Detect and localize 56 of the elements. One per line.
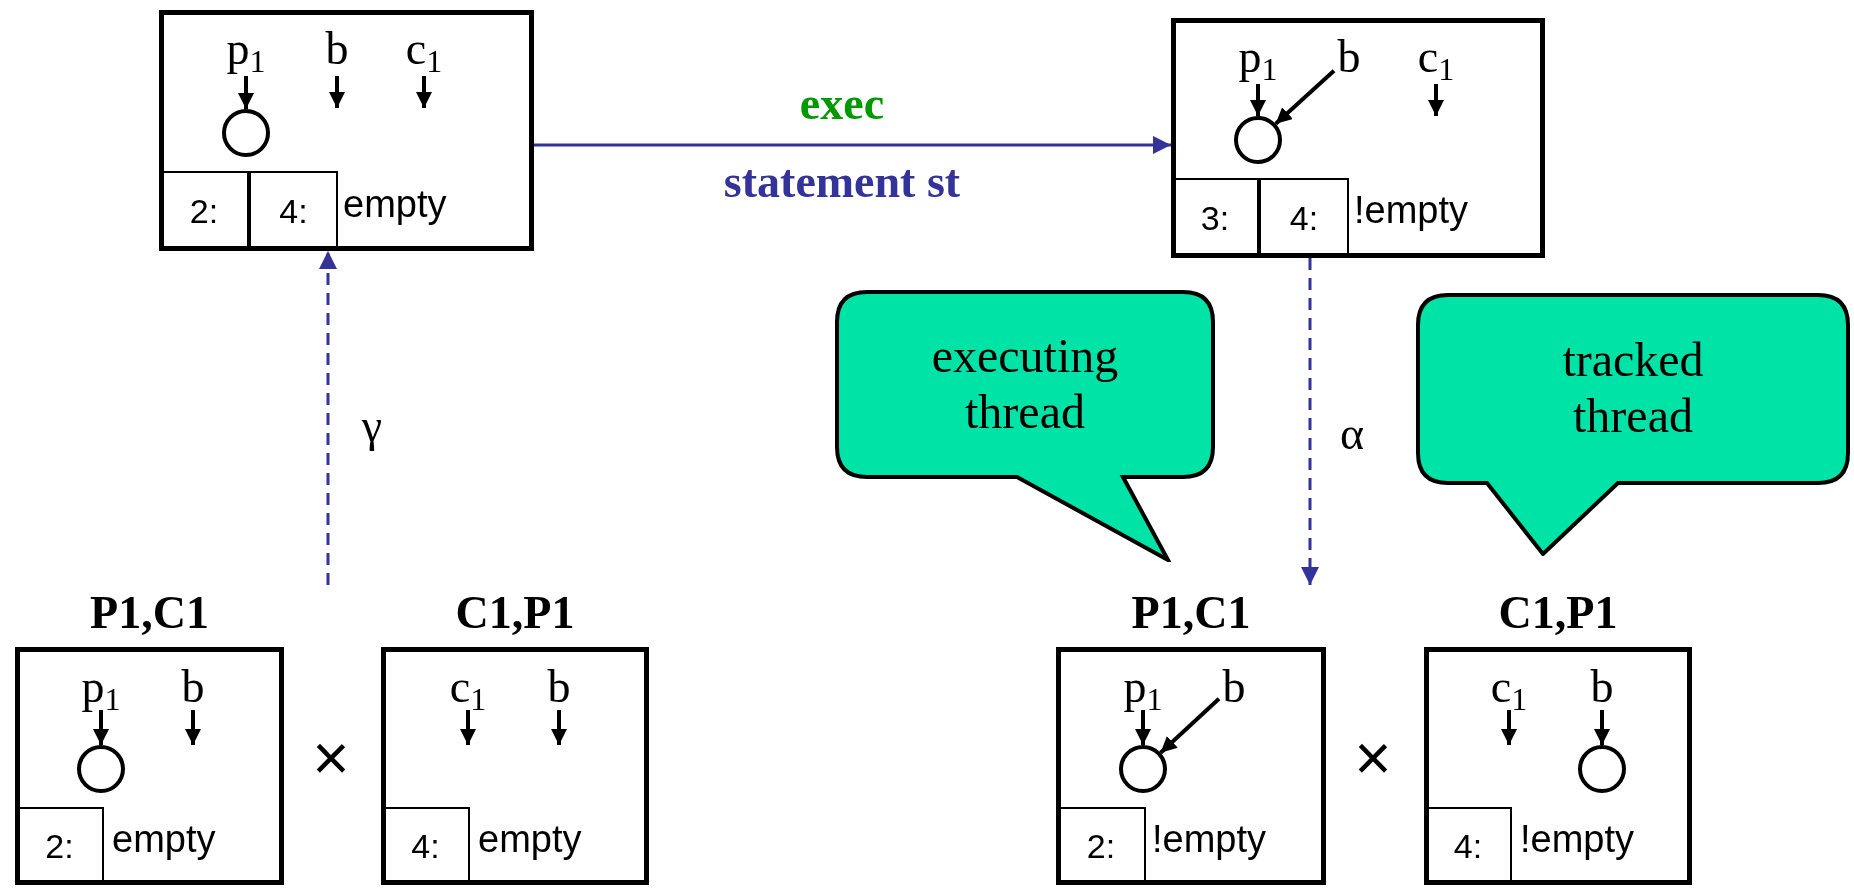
condition-text: !empty [1520, 817, 1635, 861]
product-sign: × [312, 722, 350, 796]
arrow [534, 136, 1171, 154]
variable-name: b [1219, 660, 1249, 710]
product-sign: × [1354, 722, 1392, 796]
variable-name: p$_{1}$ [226, 22, 266, 76]
pointer-arrow [1250, 84, 1266, 116]
variable-name: c$_{1}$ [1489, 660, 1529, 710]
edge-label: γ [361, 400, 383, 452]
state-box [159, 10, 534, 251]
variable-name: b [178, 660, 208, 710]
variable-name: b [1334, 30, 1364, 84]
variable-name: c$_{1}$ [1416, 30, 1456, 84]
condition-text: !empty [1152, 817, 1267, 861]
state-heading: C1,P1 [454, 586, 576, 640]
dashed-arrow [1301, 258, 1319, 585]
pointer-arrow [1159, 697, 1221, 755]
state-heading: P1,C1 [89, 586, 210, 640]
object-circle [1119, 745, 1167, 793]
pointer-arrow [93, 710, 109, 745]
condition-text: empty [112, 817, 216, 861]
pointer-arrow [1428, 84, 1444, 116]
transition-label: exec [799, 77, 885, 131]
dashed-arrow [319, 251, 337, 585]
variable-name: p$_{1}$ [1123, 660, 1163, 710]
object-circle [222, 109, 270, 157]
condition-text: empty [343, 182, 447, 226]
variable-name: c$_{1}$ [404, 22, 444, 76]
pointer-arrow [460, 710, 476, 745]
edge-label: α [1339, 408, 1365, 460]
condition-text: !empty [1354, 188, 1469, 232]
state-heading: P1,C1 [1130, 586, 1252, 640]
pointer-arrow [185, 710, 201, 745]
callout-text: tracked thread [1562, 332, 1704, 444]
pointer-arrow [329, 76, 345, 108]
callout-text: executing thread [931, 327, 1119, 440]
pointer-arrow [238, 76, 254, 109]
variable-name: b [544, 660, 574, 710]
pointer-arrow [1594, 710, 1610, 745]
variable-name: p$_{1}$ [1238, 30, 1278, 84]
variable-name: c$_{1}$ [448, 660, 488, 710]
object-circle [1578, 745, 1626, 793]
pointer-arrow [1501, 710, 1517, 745]
state-box [1171, 18, 1545, 258]
variable-name: b [1587, 660, 1617, 710]
variable-name: b [322, 22, 352, 76]
object-circle [77, 745, 125, 793]
pointer-arrow [1135, 710, 1151, 745]
pointer-arrow [1274, 69, 1336, 126]
pointer-arrow [416, 76, 432, 108]
object-circle [1234, 116, 1282, 164]
state-heading: C1,P1 [1497, 586, 1619, 640]
pointer-arrow [551, 710, 567, 745]
variable-name: p$_{1}$ [81, 660, 121, 710]
edge-label: statement st [723, 156, 961, 208]
condition-text: empty [478, 817, 582, 861]
